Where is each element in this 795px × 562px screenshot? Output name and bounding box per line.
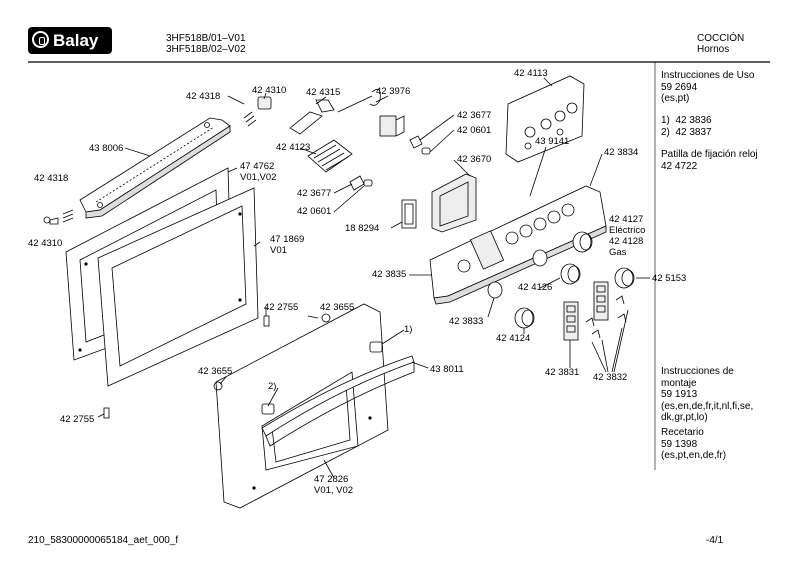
part-label: 18 8294 xyxy=(345,223,380,234)
part-label: 42 4127 Eléctrico 42 4128 Gas xyxy=(609,214,646,258)
part-label: 43 9141 xyxy=(535,136,570,147)
part-label: 42 2755 xyxy=(264,302,299,313)
power-ring-icon xyxy=(32,31,49,48)
part-label: 42 3677 xyxy=(297,188,332,199)
part-label: 42 4126 xyxy=(518,282,553,293)
part-label: 42 4310 xyxy=(252,85,287,96)
part-label: 42 4318 xyxy=(34,173,69,184)
mounting-instructions-note: Instrucciones de montaje 59 1913 (es,en,… xyxy=(661,366,754,423)
document-id: 210_58300000065184_aet_000_f xyxy=(28,535,179,546)
part-label: 42 3834 xyxy=(604,147,639,158)
variant-note: 1) 42 3836 2) 42 3837 xyxy=(661,115,712,138)
part-label: 42 3831 xyxy=(545,367,580,378)
part-label: 47 2826 V01, V02 xyxy=(314,474,354,496)
part-label: 42 3655 xyxy=(198,366,233,377)
part-label: 42 4315 xyxy=(306,87,341,98)
part-label: 42 2755 xyxy=(60,414,95,425)
category-line-2: Hornos xyxy=(697,44,730,55)
category-line-1: COCCIÓN xyxy=(697,33,745,44)
part-label: 42 4318 xyxy=(186,91,221,102)
part-label: 47 1869 V01 xyxy=(270,234,305,256)
part-label: 42 0601 xyxy=(297,206,332,217)
part-label: 42 4124 xyxy=(496,333,531,344)
part-label: 42 0601 xyxy=(457,125,492,136)
part-label: 42 4113 xyxy=(514,68,548,79)
part-label: 47 4762 V01,V02 xyxy=(240,161,277,183)
part-label: 43 8006 xyxy=(89,143,124,154)
part-label: 42 3833 xyxy=(449,316,484,327)
part-label: 42 3677 xyxy=(457,110,492,121)
brand-name: Balay xyxy=(53,31,99,50)
model-line-1: 3HF518B/01–V01 xyxy=(166,33,246,44)
part-label: 42 4123 xyxy=(276,142,311,153)
part-label: 42 5153 xyxy=(652,273,687,284)
part-label: 42 3976 xyxy=(376,86,411,97)
part-label: 2) xyxy=(268,381,277,392)
page-number: -4/1 xyxy=(706,535,724,546)
part-label: 43 8011 xyxy=(430,364,464,375)
part-label: 1) xyxy=(404,324,413,335)
part-label: 42 3655 xyxy=(320,302,355,313)
part-label: 42 3835 xyxy=(372,269,407,280)
model-line-2: 3HF518B/02–V02 xyxy=(166,44,246,55)
part-label: 42 4310 xyxy=(28,238,63,249)
balay-logo: Balay xyxy=(28,27,112,54)
clock-tab-note: Patilla de fijación reloj 42 4722 xyxy=(661,149,758,172)
recipe-book-note: Recetario 59 1398 (es,pt,en,de,fr) xyxy=(661,427,727,461)
part-label: 42 3670 xyxy=(457,154,492,165)
use-instructions-note: Instrucciones de Uso 59 2694 (es,pt) xyxy=(661,70,755,104)
part-label: 42 3832 xyxy=(593,372,628,383)
